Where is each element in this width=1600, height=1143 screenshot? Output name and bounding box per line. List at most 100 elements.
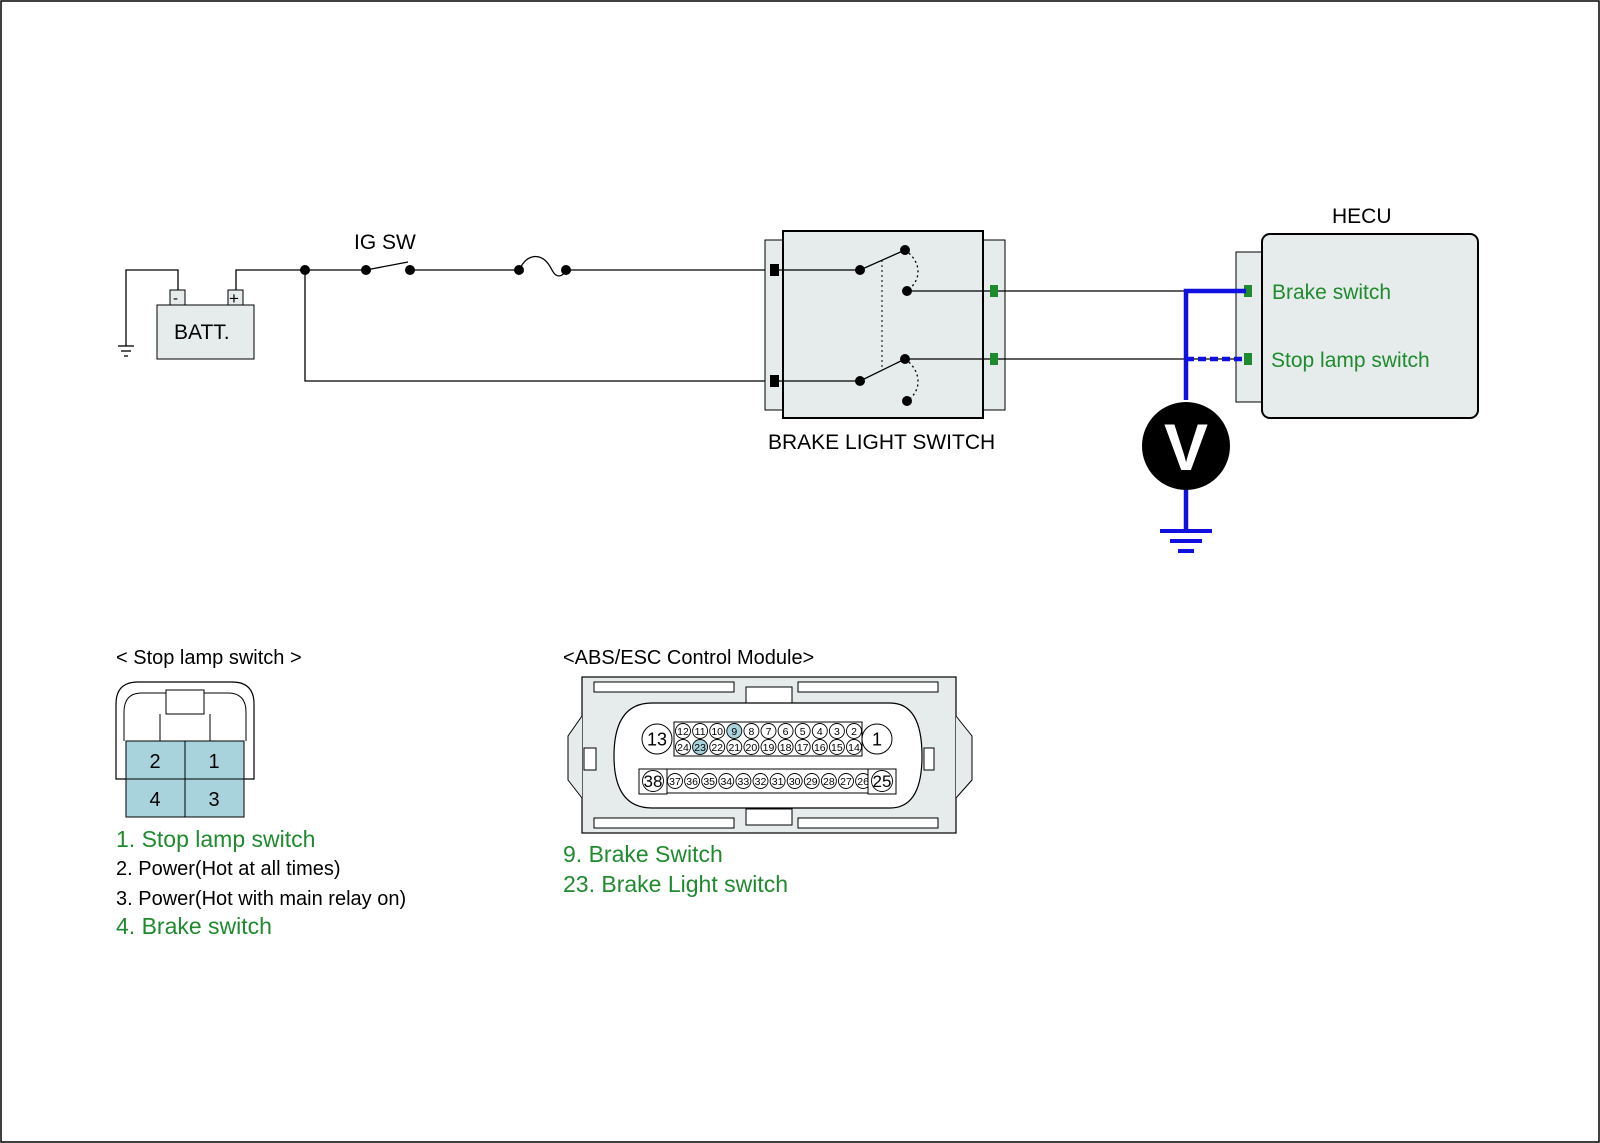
voltmeter-icon bbox=[1142, 402, 1230, 490]
hecu-terminal-brake-switch bbox=[1244, 285, 1252, 297]
pin-label-4: 4 bbox=[149, 789, 160, 811]
abs-pin-label-9: 9 bbox=[731, 726, 737, 738]
abs-pin-31 bbox=[769, 773, 786, 789]
abs-pin-13 bbox=[641, 723, 673, 755]
abs-pin-5 bbox=[794, 723, 811, 739]
abs-pin-label-20: 20 bbox=[746, 742, 758, 754]
abs-pin-20 bbox=[743, 739, 760, 755]
hecu-stop-lamp-switch-label: Stop lamp switch bbox=[1271, 349, 1430, 372]
ig-switch-blade bbox=[365, 261, 409, 271]
abs-pin-label-27: 27 bbox=[840, 776, 852, 788]
abs-top-rib-left bbox=[593, 681, 735, 693]
abs-pin-label-4: 4 bbox=[817, 726, 823, 738]
switch-contact-top-a bbox=[900, 245, 910, 255]
abs-pin-2 bbox=[846, 723, 862, 739]
abs-pin-28 bbox=[820, 773, 837, 789]
abs-top-key bbox=[745, 686, 793, 704]
lower-branch-wire bbox=[304, 270, 772, 382]
abs-pin-38 bbox=[642, 770, 664, 792]
abs-pin-3 bbox=[828, 723, 845, 739]
fuse-contact-right bbox=[561, 265, 571, 275]
pin-label-3: 3 bbox=[208, 789, 219, 811]
hecu-terminal-stop-lamp-switch bbox=[1244, 353, 1252, 365]
abs-pin-label-7: 7 bbox=[766, 726, 772, 738]
abs-pin-24 bbox=[675, 739, 691, 755]
abs-pin-7 bbox=[760, 723, 777, 739]
switch-terminal-out-top bbox=[990, 285, 998, 297]
abs-pin-21 bbox=[726, 739, 743, 755]
stop-lamp-legend-4: 4. Brake switch bbox=[116, 913, 272, 939]
switch-contact-bottom-a bbox=[900, 354, 910, 364]
abs-pin-1 bbox=[861, 723, 893, 755]
abs-pin-33 bbox=[735, 773, 752, 789]
abs-pin-16 bbox=[811, 739, 828, 755]
pin-label-2: 2 bbox=[149, 751, 160, 773]
battery-body bbox=[156, 304, 255, 360]
abs-pin-14 bbox=[846, 739, 862, 755]
ig-switch-label: IG SW bbox=[354, 231, 416, 254]
abs-pin-17 bbox=[794, 739, 811, 755]
abs-pin-6 bbox=[777, 723, 794, 739]
stop-lamp-connector-title: < Stop lamp switch > bbox=[116, 647, 302, 669]
abs-pin-22 bbox=[709, 739, 726, 755]
fuse-contact-left bbox=[514, 265, 524, 275]
abs-pin-label-2: 2 bbox=[851, 726, 857, 738]
abs-pin-32 bbox=[752, 773, 769, 789]
ig-switch-contact-left bbox=[361, 265, 371, 275]
abs-bottom-rib-right bbox=[797, 817, 939, 829]
pin-cell-2 bbox=[125, 740, 186, 780]
abs-pin-label-29: 29 bbox=[806, 776, 818, 788]
pin-cell-4 bbox=[125, 778, 186, 818]
switch-contact-bottom-b bbox=[902, 396, 912, 406]
voltmeter-label: V bbox=[1164, 410, 1208, 484]
stop-lamp-legend-1: 1. Stop lamp switch bbox=[116, 826, 315, 852]
battery-label: BATT. bbox=[174, 321, 230, 344]
switch-pivot-top bbox=[855, 265, 865, 275]
switch-terminal-in-bottom bbox=[770, 375, 779, 387]
switch-body bbox=[782, 230, 984, 419]
abs-pin-label-24: 24 bbox=[677, 742, 689, 754]
abs-pin-29 bbox=[803, 773, 820, 789]
abs-pin-label-10: 10 bbox=[711, 726, 723, 738]
abs-side-latch-left bbox=[567, 715, 583, 799]
abs-pin-label-21: 21 bbox=[728, 742, 740, 754]
abs-pin-label-1: 1 bbox=[872, 729, 882, 749]
abs-pin-label-34: 34 bbox=[720, 776, 732, 788]
abs-connector-title: <ABS/ESC Control Module> bbox=[563, 647, 814, 669]
abs-pin-label-6: 6 bbox=[783, 726, 789, 738]
hecu: HECU Brake switch Stop lamp switch bbox=[1235, 205, 1479, 419]
battery-minus-sign: - bbox=[173, 290, 178, 307]
stop-lamp-legend-2: 2. Power(Hot at all times) bbox=[116, 858, 341, 880]
abs-pin-label-25: 25 bbox=[873, 772, 892, 791]
switch-pivot-bottom bbox=[855, 376, 865, 386]
pin-label-1: 1 bbox=[208, 751, 219, 773]
abs-pin-label-8: 8 bbox=[748, 726, 754, 738]
hecu-body bbox=[1261, 233, 1479, 419]
abs-pin-12 bbox=[675, 723, 691, 739]
abs-pin-label-18: 18 bbox=[780, 742, 792, 754]
circuit bbox=[118, 255, 772, 382]
abs-pin-35 bbox=[701, 773, 718, 789]
abs-pin-label-5: 5 bbox=[800, 726, 806, 738]
brake-light-switch: BRAKE LIGHT SWITCH bbox=[764, 230, 1006, 454]
abs-pin-label-19: 19 bbox=[763, 742, 775, 754]
abs-pin-label-15: 15 bbox=[831, 742, 843, 754]
switch-contact-top-b bbox=[902, 286, 912, 296]
hecu-brake-switch-label: Brake switch bbox=[1272, 281, 1391, 304]
abs-side-tab-left bbox=[583, 747, 597, 771]
abs-pin-label-13: 13 bbox=[647, 729, 667, 749]
stop-lamp-connector: < Stop lamp switch > 2 1 4 3 1. Stop lam… bbox=[115, 647, 406, 939]
abs-pin-23 bbox=[692, 739, 709, 755]
abs-pin-27 bbox=[838, 773, 854, 789]
stop-lamp-legend-3: 3. Power(Hot with main relay on) bbox=[116, 888, 406, 910]
hecu-label: HECU bbox=[1332, 205, 1392, 228]
circuit-nodes bbox=[300, 265, 571, 275]
ig-switch-contact-right bbox=[405, 265, 415, 275]
abs-pin-label-35: 35 bbox=[703, 776, 715, 788]
abs-pin-8 bbox=[743, 723, 760, 739]
pin-cell-3 bbox=[184, 778, 245, 818]
voltmeter-probe bbox=[1160, 288, 1246, 553]
fuse-symbol bbox=[518, 255, 567, 277]
